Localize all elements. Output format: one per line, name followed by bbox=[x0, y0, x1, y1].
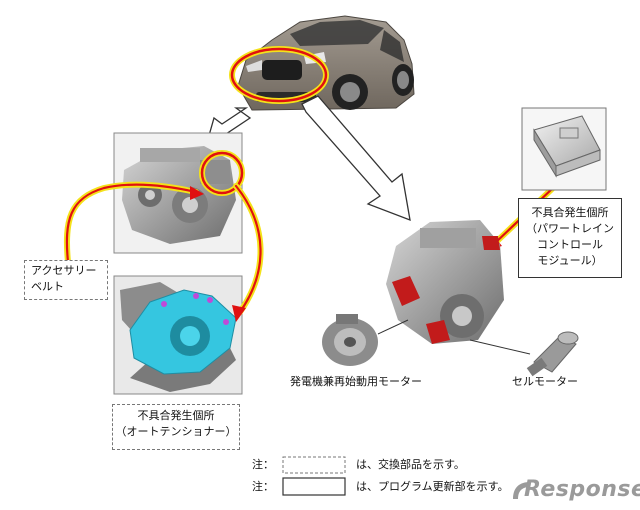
accessory-belt-label-line1: アクセサリー bbox=[25, 261, 107, 279]
response-watermark: Response. bbox=[510, 477, 630, 505]
accessory-belt-label-box: アクセサリー ベルト bbox=[24, 260, 108, 300]
generator-motor-label: 発電機兼再始動用モーター bbox=[290, 374, 422, 390]
legend-dashed-sample bbox=[283, 457, 345, 473]
defect-tensioner-label-box: 不具合発生個所 （オートテンショナー） bbox=[112, 404, 240, 450]
defect-tensioner-line2: （オートテンショナー） bbox=[113, 424, 239, 440]
defect-pcm-line1: 不具合発生個所 bbox=[519, 205, 621, 221]
legend-note2-prefix: 注： bbox=[252, 479, 274, 495]
defect-pcm-line4: モジュール） bbox=[519, 253, 621, 269]
accessory-belt-label-line2: ベルト bbox=[25, 279, 107, 295]
defect-pcm-line2: （パワートレイン bbox=[519, 221, 621, 237]
generator-motor-image bbox=[322, 314, 378, 366]
starter-motor-label: セルモーター bbox=[512, 374, 578, 390]
engine-assembly-image bbox=[386, 220, 504, 344]
starter-motor-image bbox=[527, 332, 578, 376]
arrow-to-engine-assembly bbox=[302, 96, 410, 220]
legend-note1-prefix: 注： bbox=[252, 457, 274, 473]
car-illustration bbox=[238, 16, 414, 110]
response-watermark-text: Response. bbox=[524, 477, 640, 502]
defect-pcm-line3: コントロール bbox=[519, 237, 621, 253]
legend-note1-text: は、交換部品を示す。 bbox=[356, 457, 465, 473]
defect-pcm-label-box: 不具合発生個所 （パワートレイン コントロール モジュール） bbox=[518, 198, 622, 278]
legend-note2-text: は、プログラム更新部を示す。 bbox=[356, 479, 509, 495]
pcm-module-image bbox=[522, 108, 606, 190]
defect-tensioner-line1: 不具合発生個所 bbox=[113, 408, 239, 424]
legend-solid-sample bbox=[283, 478, 345, 495]
tensioner-closeup-image bbox=[114, 276, 242, 394]
